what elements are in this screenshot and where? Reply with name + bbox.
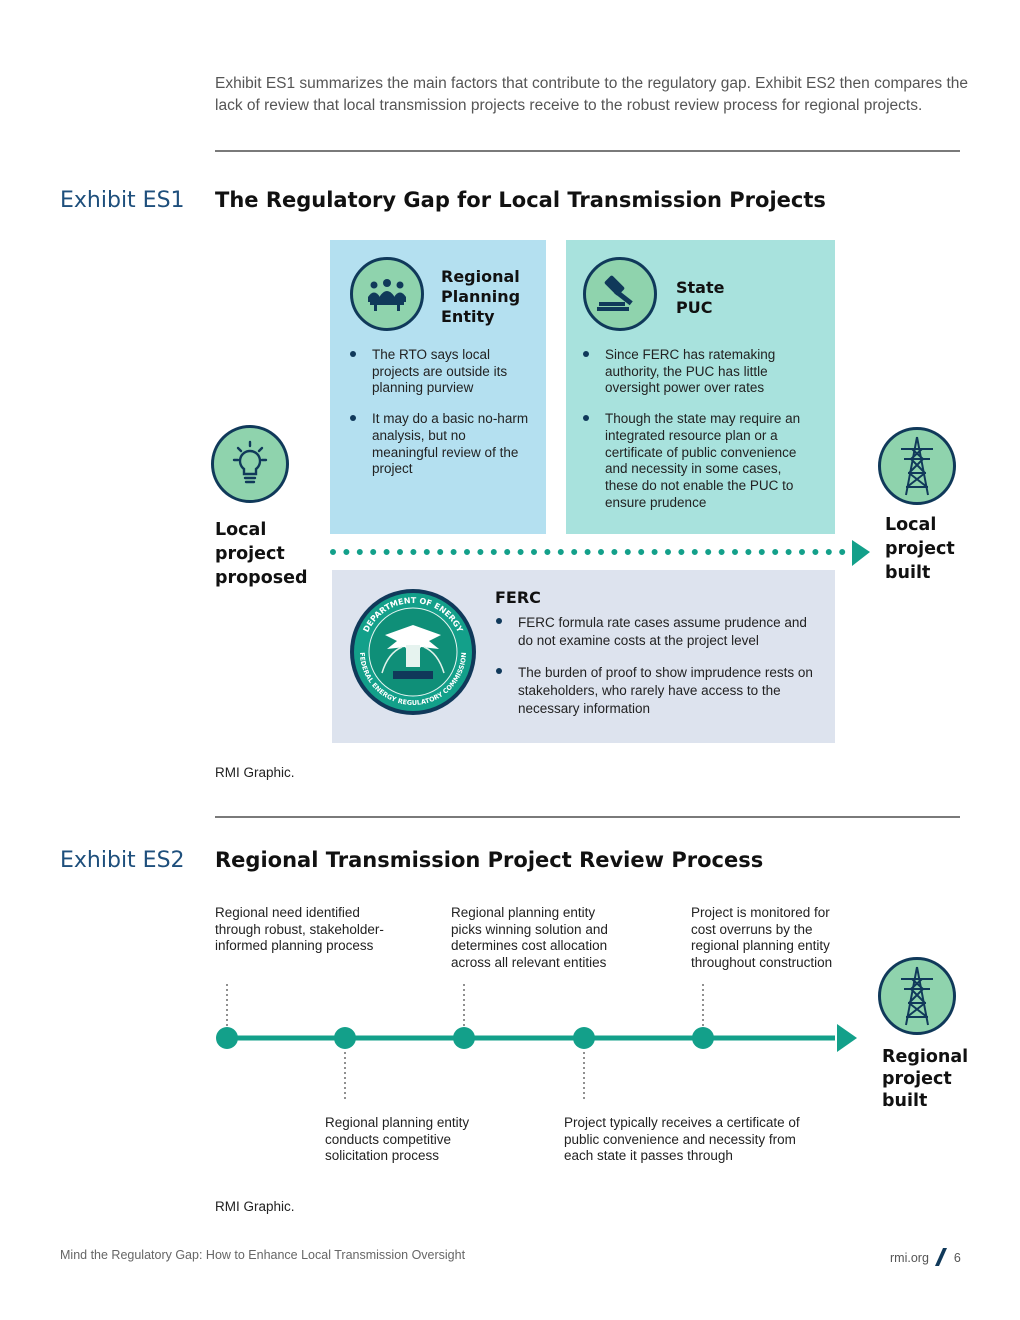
timeline-node bbox=[453, 1027, 475, 1049]
timeline-node bbox=[573, 1027, 595, 1049]
regional-planning-heading: Regional Planning Entity bbox=[441, 267, 521, 326]
ferc-seal-logo: DEPARTMENT OF ENERGY FEDERAL ENERGY REGU… bbox=[350, 589, 476, 715]
footer-page-info: rmi.org 6 bbox=[890, 1248, 961, 1266]
step-text-top: Regional need identified through robust,… bbox=[215, 905, 384, 953]
list-item: Since FERC has ratemaking authority, the… bbox=[583, 347, 813, 397]
footer-site-link[interactable]: rmi.org bbox=[890, 1251, 929, 1265]
timeline-node bbox=[692, 1027, 714, 1049]
gavel-icon bbox=[583, 257, 657, 331]
step-text-bottom: Project typically receives a certificate… bbox=[564, 1115, 800, 1163]
people-group-icon bbox=[350, 257, 424, 331]
regional-project-built-label: Regional project built bbox=[882, 1047, 969, 1111]
list-item: The RTO says local projects are outside … bbox=[350, 347, 530, 397]
section-divider bbox=[215, 150, 960, 152]
step-text-bottom: Regional planning entity conducts compet… bbox=[325, 1115, 470, 1163]
exhibit-es1-title: The Regulatory Gap for Local Transmissio… bbox=[215, 188, 826, 212]
timeline-node bbox=[334, 1027, 356, 1049]
exhibit-es2-title: Regional Transmission Project Review Pro… bbox=[215, 848, 764, 872]
timeline-node bbox=[216, 1027, 238, 1049]
page-number: 6 bbox=[953, 1251, 961, 1265]
slash-icon bbox=[935, 1248, 948, 1266]
exhibit-es2-label: Exhibit ES2 bbox=[60, 848, 185, 873]
list-item: Though the state may require an integrat… bbox=[583, 411, 813, 511]
local-project-built-label: Local project built bbox=[885, 515, 955, 583]
ferc-bullets: FERC formula rate cases assume prudence … bbox=[496, 614, 816, 732]
step-text-top: Project is monitored for cost overruns b… bbox=[691, 905, 833, 970]
dotted-timeline-arrow bbox=[330, 540, 870, 566]
exhibit-es1-label: Exhibit ES1 bbox=[60, 188, 185, 213]
review-process-timeline bbox=[216, 984, 857, 1100]
list-item: FERC formula rate cases assume prudence … bbox=[496, 614, 816, 650]
local-project-proposed-label: Local project proposed bbox=[215, 520, 308, 588]
lightbulb-icon bbox=[211, 425, 289, 503]
list-item: The burden of proof to show imprudence r… bbox=[496, 664, 816, 718]
transmission-tower-icon bbox=[878, 957, 956, 1035]
state-puc-heading: State PUC bbox=[676, 278, 725, 317]
exhibit-es2-credit: RMI Graphic. bbox=[215, 1199, 295, 1214]
intro-paragraph: Exhibit ES1 summarizes the main factors … bbox=[215, 75, 968, 114]
list-item: It may do a basic no-harm analysis, but … bbox=[350, 411, 530, 478]
state-puc-bullets: Since FERC has ratemaking authority, the… bbox=[583, 347, 813, 525]
step-text-top: Regional planning entity picks winning s… bbox=[451, 905, 608, 970]
footer-document-title: Mind the Regulatory Gap: How to Enhance … bbox=[60, 1248, 466, 1262]
transmission-tower-icon bbox=[878, 427, 956, 505]
section-divider bbox=[215, 816, 960, 818]
regional-planning-bullets: The RTO says local projects are outside … bbox=[350, 347, 530, 492]
exhibit-es1-credit: RMI Graphic. bbox=[215, 765, 295, 780]
ferc-heading: FERC bbox=[495, 588, 541, 607]
